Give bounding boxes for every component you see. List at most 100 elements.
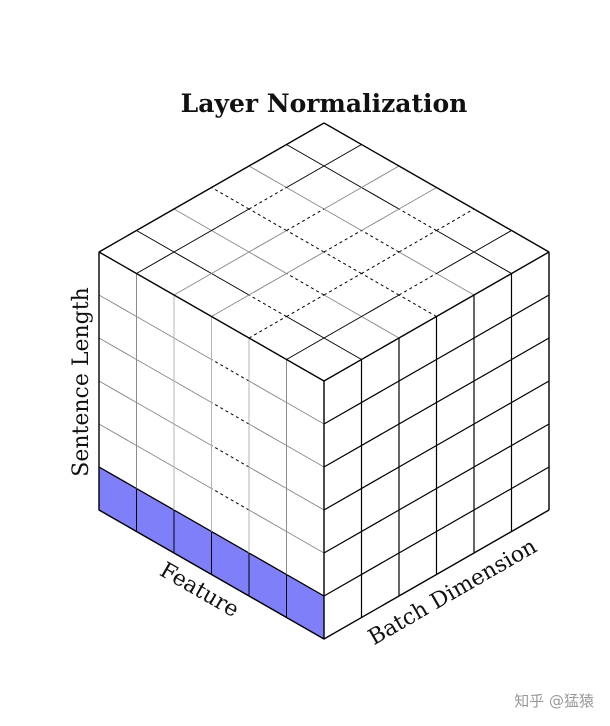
feature-face-hline <box>286 488 325 511</box>
feature-face-hline <box>248 380 287 403</box>
feature-face-hline <box>136 445 175 468</box>
top-face-feature-line <box>361 187 400 210</box>
top-face-batch-line <box>211 208 250 231</box>
top-face-batch-line <box>248 187 287 210</box>
cube-edge <box>98 122 325 253</box>
feature-face-hline <box>173 509 212 533</box>
feature-face-hline <box>98 337 137 360</box>
top-face-feature-line <box>248 251 287 274</box>
cube-edge <box>98 251 325 382</box>
cube <box>98 122 550 640</box>
top-face-feature-line <box>436 273 475 296</box>
feature-face-hline <box>286 402 325 425</box>
top-face-batch-line <box>323 273 362 296</box>
feature-face-hline <box>136 402 175 425</box>
feature-face-hline <box>98 466 137 490</box>
top-face-batch-line <box>473 230 512 253</box>
feature-face-hline <box>211 530 250 554</box>
feature-face-hline <box>248 466 287 489</box>
top-face-feature-line <box>473 251 512 274</box>
top-face-feature-line <box>248 208 287 231</box>
top-face-batch-line <box>361 208 400 231</box>
feature-face-hline <box>248 552 287 576</box>
top-face-feature-line <box>286 144 325 167</box>
top-face-feature-line <box>323 165 362 188</box>
top-face-batch-line <box>361 251 400 274</box>
top-face-feature-line <box>248 165 287 188</box>
feature-face-hline <box>173 466 212 489</box>
top-face-feature-line <box>136 230 175 253</box>
feature-face-hline <box>98 423 137 446</box>
feature-face-hline <box>248 423 287 446</box>
top-face-feature-line <box>286 230 325 253</box>
top-face-feature-line <box>361 230 400 253</box>
top-face-feature-line <box>286 273 325 296</box>
top-face-batch-line <box>361 294 400 317</box>
feature-face-hline <box>136 316 175 339</box>
top-face-batch-line <box>136 251 175 274</box>
top-face-batch-line <box>211 251 250 274</box>
top-face-feature-line <box>286 187 325 210</box>
top-face-feature-line <box>361 273 400 296</box>
top-face-feature-line <box>211 230 250 253</box>
top-face-feature-line <box>248 294 287 317</box>
top-face-batch-line <box>248 230 287 253</box>
top-face-feature-line <box>211 187 250 210</box>
top-face-feature-line <box>323 251 362 274</box>
top-face-feature-line <box>398 251 437 274</box>
feature-face-hline <box>211 488 250 511</box>
top-face-batch-line <box>286 294 325 317</box>
top-face-feature-line <box>323 337 362 360</box>
top-face-batch-line <box>173 230 212 253</box>
watermark: 知乎 @猛猿 <box>514 692 594 710</box>
axis-label-sentence-length: Sentence Length <box>69 287 94 477</box>
axis-label-batch-dimension: Batch Dimension <box>364 534 541 651</box>
cube-edge <box>98 509 325 640</box>
feature-face-hline <box>136 359 175 382</box>
top-face-batch-line <box>286 208 325 231</box>
top-face-batch-line <box>398 230 437 253</box>
top-face-feature-line <box>211 273 250 296</box>
top-face-feature-line <box>323 208 362 231</box>
top-face-feature-line <box>398 294 437 317</box>
top-face-batch-line <box>286 165 325 188</box>
top-face-feature-line <box>398 208 437 231</box>
feature-face-hline <box>248 509 287 532</box>
top-face-batch-line <box>323 144 362 167</box>
top-face-batch-line <box>398 273 437 296</box>
top-face-batch-line <box>436 208 475 231</box>
cube-edge <box>323 251 550 382</box>
top-face-feature-line <box>173 208 212 231</box>
feature-face-hline <box>211 402 250 425</box>
top-face-batch-line <box>286 337 325 360</box>
top-face-batch-line <box>323 230 362 253</box>
top-face-batch-line <box>398 187 437 210</box>
top-face-feature-line <box>173 251 212 274</box>
feature-face-hline <box>173 423 212 446</box>
top-face-batch-line <box>361 165 400 188</box>
top-face-batch-line <box>323 316 362 339</box>
feature-face-hline <box>286 445 325 468</box>
top-face-batch-line <box>248 273 287 296</box>
feature-face-hline <box>173 337 212 360</box>
feature-face-hline <box>98 380 137 403</box>
diagram-title: Layer Normalization <box>181 89 468 118</box>
top-face-batch-line <box>173 273 212 296</box>
feature-face-hline <box>211 445 250 468</box>
cube-edge <box>323 509 550 640</box>
top-face-feature-line <box>436 230 475 253</box>
feature-face-hline <box>286 531 325 554</box>
top-face-batch-line <box>323 187 362 210</box>
top-face-feature-line <box>323 294 362 317</box>
feature-face-hline <box>211 359 250 382</box>
top-face-batch-line <box>436 251 475 274</box>
feature-face-hline <box>136 487 175 511</box>
top-face-feature-line <box>361 316 400 339</box>
top-face-feature-line <box>286 316 325 339</box>
top-face-batch-line <box>248 316 287 339</box>
feature-face-hline <box>286 573 325 597</box>
feature-face-hline <box>98 294 137 317</box>
top-face-batch-line <box>286 251 325 274</box>
top-face-batch-line <box>211 294 250 317</box>
